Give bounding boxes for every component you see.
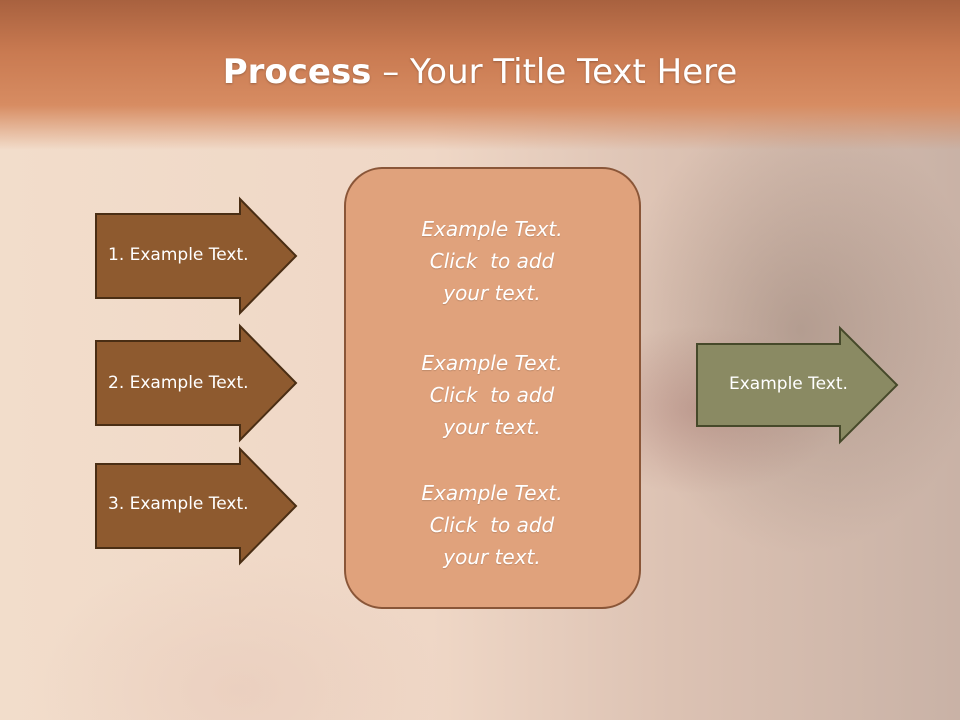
center-paragraph-2-line-3: your text.	[443, 415, 541, 439]
center-paragraph-1-line-3: your text.	[443, 281, 541, 305]
center-paragraph-1-line-2: Click to add	[429, 249, 555, 273]
left-arrow-3[interactable]	[95, 446, 298, 566]
title-band	[0, 0, 960, 150]
center-paragraph-2-line-2: Click to add	[429, 383, 555, 407]
center-paragraph-3: Example Text. Click to add your text.	[345, 477, 639, 573]
center-text-box[interactable]	[344, 167, 641, 609]
right-arrow-label: Example Text.	[729, 374, 848, 394]
left-arrow-1[interactable]	[95, 196, 298, 316]
center-paragraph-1-line-1: Example Text.	[421, 217, 563, 241]
center-paragraph-2: Example Text. Click to add your text.	[345, 347, 639, 443]
title-rest: – Your Title Text Here	[371, 52, 738, 92]
slide-title: Process – Your Title Text Here	[0, 52, 960, 92]
center-paragraph-3-line-3: your text.	[443, 545, 541, 569]
left-arrow-2[interactable]	[95, 323, 298, 443]
right-arrow[interactable]	[696, 325, 899, 445]
center-paragraph-2-line-1: Example Text.	[421, 351, 563, 375]
title-bold: Process	[222, 52, 372, 92]
center-paragraph-3-line-2: Click to add	[429, 513, 555, 537]
left-arrow-3-label: 3. Example Text.	[108, 494, 249, 514]
center-paragraph-3-line-1: Example Text.	[421, 481, 563, 505]
center-paragraph-1: Example Text. Click to add your text.	[345, 213, 639, 309]
left-arrow-2-label: 2. Example Text.	[108, 373, 249, 393]
left-arrow-1-label: 1. Example Text.	[108, 245, 249, 265]
